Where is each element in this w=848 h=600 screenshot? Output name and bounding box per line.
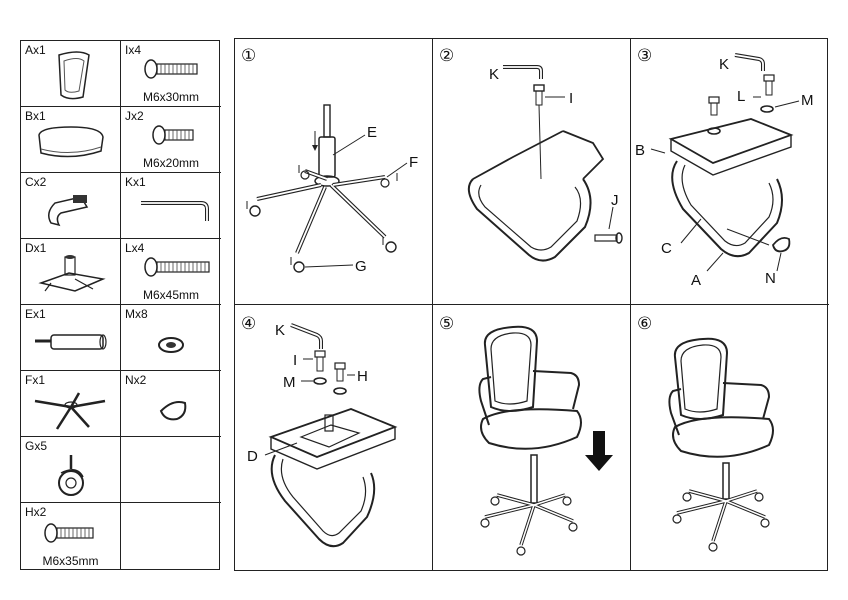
callout-label: F <box>409 154 418 171</box>
step-number: ② <box>439 46 454 66</box>
part-size: M6x20mm <box>142 156 199 170</box>
callout-label: H <box>357 368 368 385</box>
armrest-bracket-icon <box>48 195 89 227</box>
part-cell-f: Fx1 <box>21 371 121 437</box>
callout-label: A <box>691 272 701 289</box>
part-cell-m: Mx8 <box>121 305 221 371</box>
part-cell-a: Ax1 <box>21 41 121 107</box>
washer-icon <box>158 337 184 353</box>
bolt-icon <box>144 59 198 79</box>
callout-label: C <box>661 240 672 257</box>
step-number: ⑤ <box>439 314 454 334</box>
callout-label: M <box>801 92 814 109</box>
seat-icon <box>38 126 104 158</box>
step-3-diagram: ③ K L M B C A <box>635 46 814 289</box>
step-4-diagram: ④ K I M H D <box>241 314 398 548</box>
step-1-panel: ① E F G <box>235 39 433 305</box>
part-cell-i: Ix4 M6x30mm <box>121 41 221 107</box>
callout-label: M <box>283 374 296 391</box>
part-cell-empty-1 <box>121 437 221 503</box>
callout-label: N <box>765 270 776 287</box>
part-size: M6x45mm <box>142 288 199 302</box>
step-6-diagram: ⑥ <box>637 314 774 552</box>
part-cell-e: Ex1 <box>21 305 121 371</box>
part-label: Hx2 <box>25 505 47 519</box>
part-cell-d: Dx1 <box>21 239 121 305</box>
cap-icon <box>159 401 187 421</box>
parts-list: Ax1 Ix4 M6x30mm Bx1 Jx2 M6x20mm Cx2 <box>20 40 221 570</box>
part-label: Bx1 <box>25 109 46 123</box>
step-1-diagram: ① E F G <box>241 46 418 275</box>
callout-label: G <box>355 258 367 275</box>
allen-key-icon <box>141 201 209 221</box>
star-base-icon <box>34 392 106 430</box>
step-number: ⑥ <box>637 314 652 334</box>
step-6-panel: ⑥ <box>631 305 829 570</box>
step-3-panel: ③ K L M B C A <box>631 39 829 305</box>
assembly-steps: ① E F G ② <box>234 38 829 571</box>
part-label: Cx2 <box>25 175 47 189</box>
part-label: Ex1 <box>25 307 46 321</box>
part-label: Ax1 <box>25 43 46 57</box>
callout-label: I <box>293 352 297 369</box>
part-cell-h: Hx2 M6x35mm <box>21 503 121 570</box>
part-cell-l: Lx4 M6x45mm <box>121 239 221 305</box>
part-cell-g: Gx5 <box>21 437 121 503</box>
callout-label: J <box>611 192 619 209</box>
step-5-diagram: ⑤ <box>439 314 613 556</box>
part-label: Gx5 <box>25 439 48 453</box>
bolt-icon <box>152 125 194 145</box>
arrow-down-icon <box>585 431 613 471</box>
step-number: ③ <box>637 46 652 66</box>
part-label: Dx1 <box>25 241 47 255</box>
part-cell-k: Kx1 <box>121 173 221 239</box>
part-cell-j: Jx2 M6x20mm <box>121 107 221 173</box>
callout-label: K <box>489 66 499 83</box>
part-cell-c: Cx2 <box>21 173 121 239</box>
part-label: Lx4 <box>125 241 145 255</box>
part-cell-n: Nx2 <box>121 371 221 437</box>
callout-label: D <box>247 448 258 465</box>
mechanism-plate-icon <box>38 255 106 292</box>
step-2-panel: ② K I J <box>433 39 631 305</box>
callout-label: K <box>275 322 285 339</box>
step-5-panel: ⑤ <box>433 305 631 570</box>
callout-label: B <box>635 142 645 159</box>
callout-label: E <box>367 124 377 141</box>
part-label: Mx8 <box>125 307 148 321</box>
part-label: Nx2 <box>125 373 147 387</box>
bolt-icon <box>44 523 94 543</box>
backrest-icon <box>58 51 90 100</box>
callout-label: I <box>569 90 573 107</box>
callout-label: K <box>719 56 729 73</box>
part-label: Jx2 <box>125 109 144 123</box>
gas-lift-icon <box>35 334 107 350</box>
step-4-panel: ④ K I M H D <box>235 305 433 570</box>
part-label: Kx1 <box>125 175 146 189</box>
step-number: ① <box>241 46 256 66</box>
part-cell-b: Bx1 <box>21 107 121 173</box>
caster-wheel-icon <box>58 455 84 496</box>
step-number: ④ <box>241 314 256 334</box>
callout-label: L <box>737 88 745 105</box>
part-size: M6x30mm <box>142 90 199 104</box>
bolt-icon <box>144 257 210 277</box>
part-label: Ix4 <box>125 43 142 57</box>
part-label: Fx1 <box>25 373 46 387</box>
part-size: M6x35mm <box>42 554 99 568</box>
step-2-diagram: ② K I J <box>439 46 623 262</box>
part-cell-empty-2 <box>121 503 221 570</box>
